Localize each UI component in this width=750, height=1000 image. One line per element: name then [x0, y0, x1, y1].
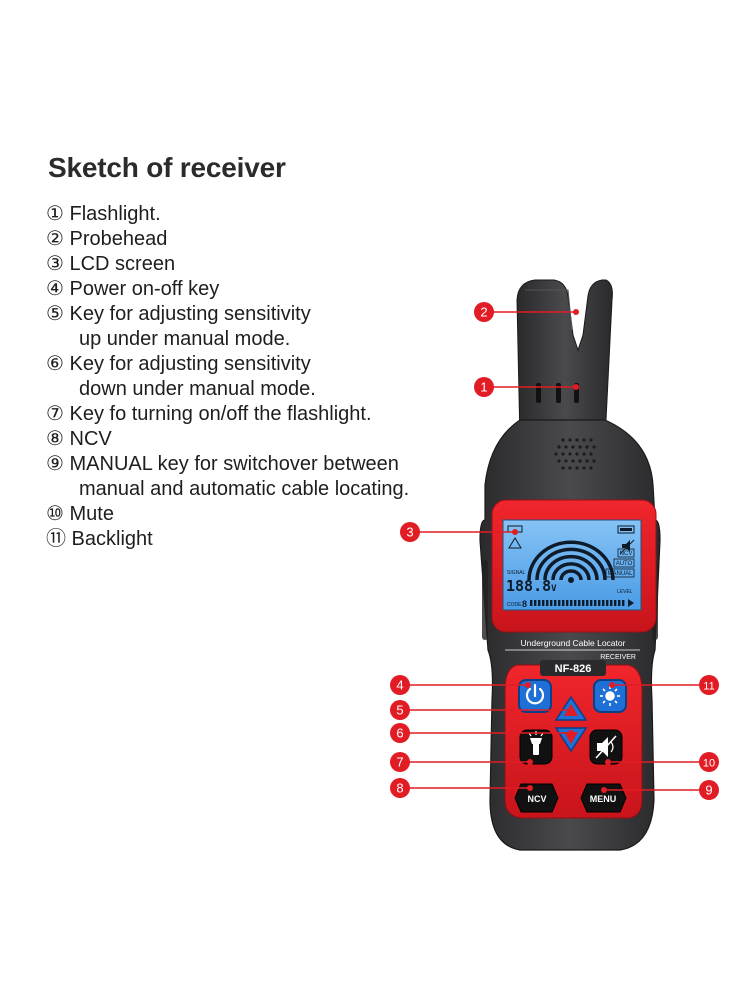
- legend-item: ⑤ Key for adjusting sensitivity up under …: [46, 302, 409, 352]
- page-title: Sketch of receiver: [48, 152, 286, 183]
- product-line-label: Underground Cable Locator: [521, 638, 626, 648]
- lcd-tag-ncv: NCV: [617, 548, 635, 558]
- callout-4: 4: [390, 675, 531, 695]
- legend-text: Mute: [63, 503, 114, 525]
- legend-marker: ⑧: [46, 428, 64, 450]
- arrow-down-icon: [564, 732, 578, 744]
- callout-number: 4: [396, 678, 403, 693]
- legend-text: up under manual mode.: [79, 328, 291, 350]
- callout-number: 10: [703, 758, 715, 770]
- callout-8: 8: [390, 778, 533, 798]
- lcd-battery-icon: [617, 525, 635, 534]
- svg-text:NCV: NCV: [620, 551, 633, 557]
- legend-text: Flashlight.: [63, 203, 161, 225]
- callout-number: 5: [396, 703, 403, 718]
- callout-3: 3: [400, 522, 518, 542]
- lcd-level-label: LEVEL: [617, 589, 633, 595]
- legend-marker: ⑥: [46, 353, 64, 375]
- callout-number: 3: [406, 525, 413, 540]
- lcd-signal-arcs: [527, 540, 615, 581]
- legend-item: ⑨ MANUAL key for switchover between manua…: [46, 452, 409, 502]
- flashlight-vents: [536, 383, 579, 403]
- menu-button-label: MENU: [590, 794, 617, 804]
- callout-6: 6: [390, 723, 574, 743]
- legend-marker: ①: [46, 203, 64, 225]
- mute-button[interactable]: [589, 729, 623, 765]
- menu-button[interactable]: MENU: [580, 783, 627, 813]
- lcd-signal-dot: [568, 577, 574, 583]
- callout-1: 1: [474, 377, 579, 397]
- legend-marker: ⑨: [46, 453, 64, 475]
- probehead: [516, 279, 613, 441]
- ncv-button[interactable]: NCV: [514, 783, 559, 813]
- legend-text: MANUAL key for switchover between: [63, 453, 399, 475]
- callout-5: 5: [390, 700, 574, 720]
- lcd-code-label: CODE: [507, 602, 522, 608]
- sun-icon: [600, 686, 620, 706]
- flashlight-button[interactable]: [519, 729, 553, 765]
- legend-marker: ②: [46, 228, 64, 250]
- legend-text: Key for adjusting sensitivity: [63, 303, 311, 325]
- callout-number: 1: [480, 380, 487, 395]
- lcd-code-value: 8: [522, 599, 527, 609]
- speaker-grille: [554, 438, 596, 470]
- legend-text: NCV: [63, 428, 112, 450]
- legend-text: Key fo turning on/off the flashlight.: [63, 403, 372, 425]
- callout-9: 9: [601, 780, 719, 800]
- callout-number: 11: [703, 681, 714, 693]
- callout-number: 9: [705, 783, 712, 798]
- legend-item: ⑪ Backlight: [46, 527, 409, 552]
- legend-marker: ⑦: [46, 403, 64, 425]
- legend-text: manual and automatic cable locating.: [79, 478, 410, 500]
- legend-text: Probehead: [63, 228, 168, 250]
- ncv-button-label: NCV: [527, 794, 546, 804]
- power-icon: [525, 683, 545, 705]
- callout-number: 8: [396, 781, 403, 796]
- callout-number: 7: [396, 755, 403, 770]
- legend-item: ④ Power on-off key: [46, 277, 409, 302]
- svg-text:MANUAL: MANUAL: [607, 571, 633, 577]
- legend-item: ⑥ Key for adjusting sensitivity down unde…: [46, 352, 409, 402]
- legend-marker: ⑪: [46, 528, 66, 550]
- legend-text: Backlight: [66, 528, 153, 550]
- lcd-tag-manual: MANUAL: [605, 568, 635, 578]
- legend-item: ③ LCD screen: [46, 252, 409, 277]
- lcd-signal-value: 188.8V: [506, 577, 557, 595]
- lcd-signal-label: SIGNAL: [507, 570, 526, 576]
- callout-10: 10: [605, 752, 719, 772]
- svg-text:AUTO: AUTO: [616, 561, 633, 567]
- power-button[interactable]: [518, 679, 552, 713]
- model-label: NF-826: [555, 663, 592, 675]
- mute-icon: [595, 735, 617, 759]
- callout-7: 7: [390, 752, 533, 772]
- unit-label: RECEIVER: [600, 654, 636, 661]
- legend-marker: ④: [46, 278, 64, 300]
- legend-text: Key for adjusting sensitivity: [63, 353, 311, 375]
- callout-number: 6: [396, 726, 403, 741]
- legend-text: Power on-off key: [63, 278, 220, 300]
- legend-marker: ⑤: [46, 303, 64, 325]
- legend-item: ① Flashlight.: [46, 202, 409, 227]
- legend-marker: ⑩: [46, 503, 64, 525]
- callout-number: 2: [480, 305, 487, 320]
- legend-item: ⑩ Mute: [46, 502, 409, 527]
- lcd-tag-auto: AUTO: [613, 558, 635, 568]
- legend-item: ② Probehead: [46, 227, 409, 252]
- legend-text: down under manual mode.: [79, 378, 316, 400]
- legend-marker: ③: [46, 253, 64, 275]
- callout-11: 11: [609, 675, 719, 695]
- callout-2: 2: [474, 302, 579, 322]
- legend-item: ⑦ Key fo turning on/off the flashlight.: [46, 402, 409, 427]
- lcd-level-bar: [530, 599, 634, 607]
- legend-text: LCD screen: [63, 253, 176, 275]
- legend-item: ⑧ NCV: [46, 427, 409, 452]
